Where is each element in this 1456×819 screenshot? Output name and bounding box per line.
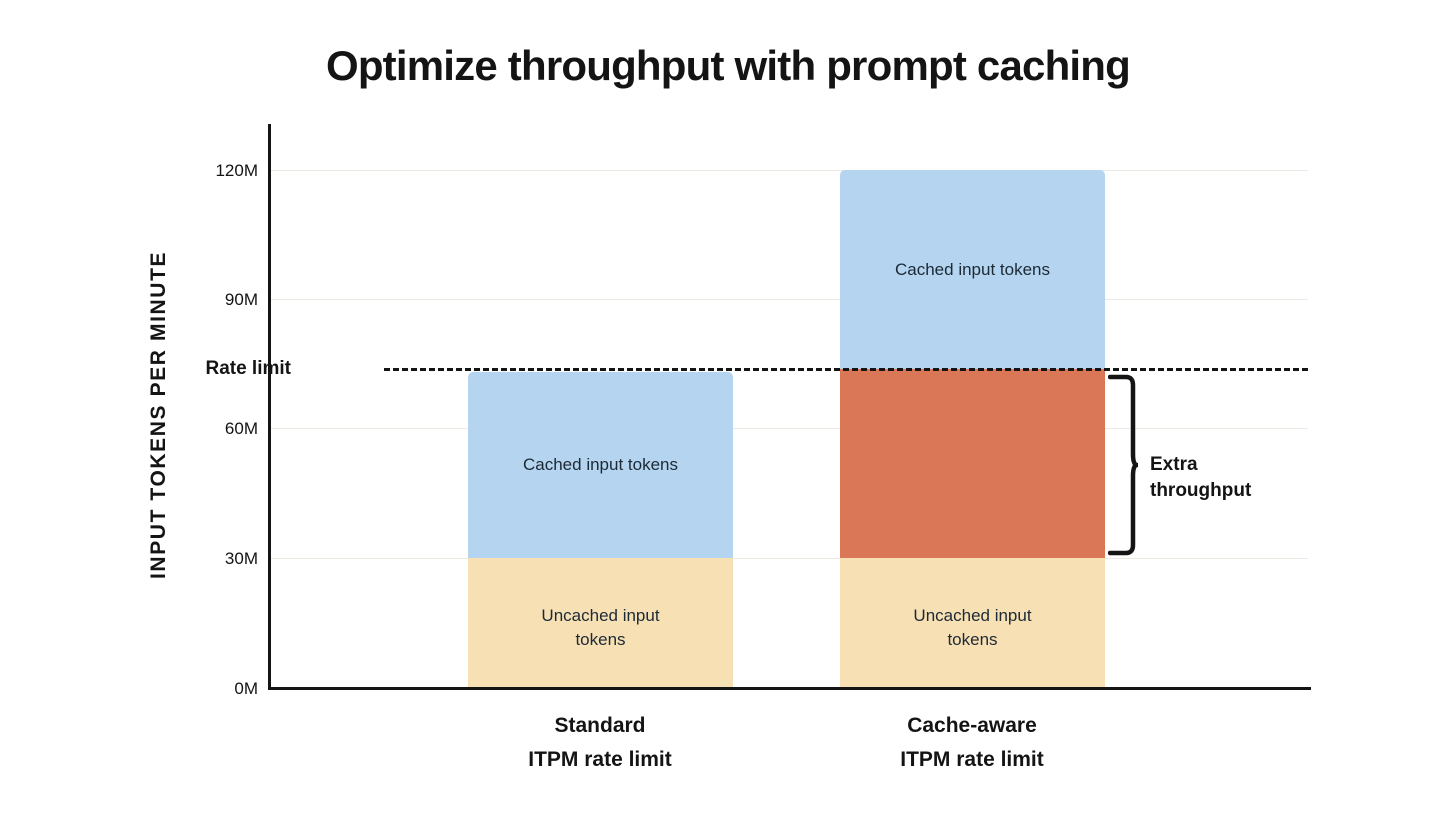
extra-throughput-line2: throughput [1150, 480, 1252, 501]
x-category-label-standard: Standard ITPM rate limit [450, 709, 750, 777]
gridline-120m [271, 170, 1308, 171]
bar-cache-aware-cached-segment: Cached input tokens [840, 170, 1105, 369]
y-tick-label-30m: 30M [224, 549, 258, 568]
y-tick-label-60m: 60M [224, 419, 258, 438]
bar-cache-aware-cached-label: Cached input tokens [895, 260, 1050, 279]
x-category-cache-aware-line2: ITPM rate limit [900, 748, 1044, 771]
x-category-standard-line1: Standard [554, 714, 646, 737]
bar-standard-uncached-segment: Uncached input tokens [468, 558, 733, 688]
y-tick-label-90m: 90M [224, 290, 258, 309]
bar-cache-aware-uncached-label-line1: Uncached input [913, 606, 1032, 625]
bar-standard-cached-label: Cached input tokens [523, 455, 678, 474]
y-axis-title: INPUT TOKENS PER MINUTE [147, 250, 170, 580]
bar-cache-aware-uncached-segment: Uncached input tokens [840, 558, 1105, 688]
y-axis-line [268, 124, 271, 690]
rate-limit-label: Rate limit [205, 358, 291, 379]
extra-throughput-bracket-icon [1108, 374, 1138, 556]
x-axis-line [268, 687, 1311, 690]
gridline-90m [271, 299, 1308, 300]
bar-cache-aware-uncached-label-line2: tokens [947, 630, 998, 649]
bar-standard-cached-segment: Cached input tokens [468, 372, 733, 558]
extra-throughput-line1: Extra [1150, 454, 1198, 475]
bar-standard-uncached-label-line2: tokens [575, 630, 626, 649]
bar-cache-aware-extra-throughput-segment [840, 369, 1105, 558]
gridline-30m [271, 558, 1308, 559]
x-category-cache-aware-line1: Cache-aware [907, 714, 1037, 737]
x-category-standard-line2: ITPM rate limit [528, 748, 672, 771]
x-category-label-cache-aware: Cache-aware ITPM rate limit [822, 709, 1122, 777]
chart-title: Optimize throughput with prompt caching [325, 42, 1131, 89]
bar-standard-uncached-label-line1: Uncached input [541, 606, 660, 625]
y-tick-label-0m: 0M [234, 679, 258, 698]
gridline-60m [271, 428, 1308, 429]
extra-throughput-annotation: Extra throughput [1150, 452, 1330, 504]
y-tick-label-120m: 120M [215, 161, 258, 180]
rate-limit-line [384, 368, 1308, 371]
